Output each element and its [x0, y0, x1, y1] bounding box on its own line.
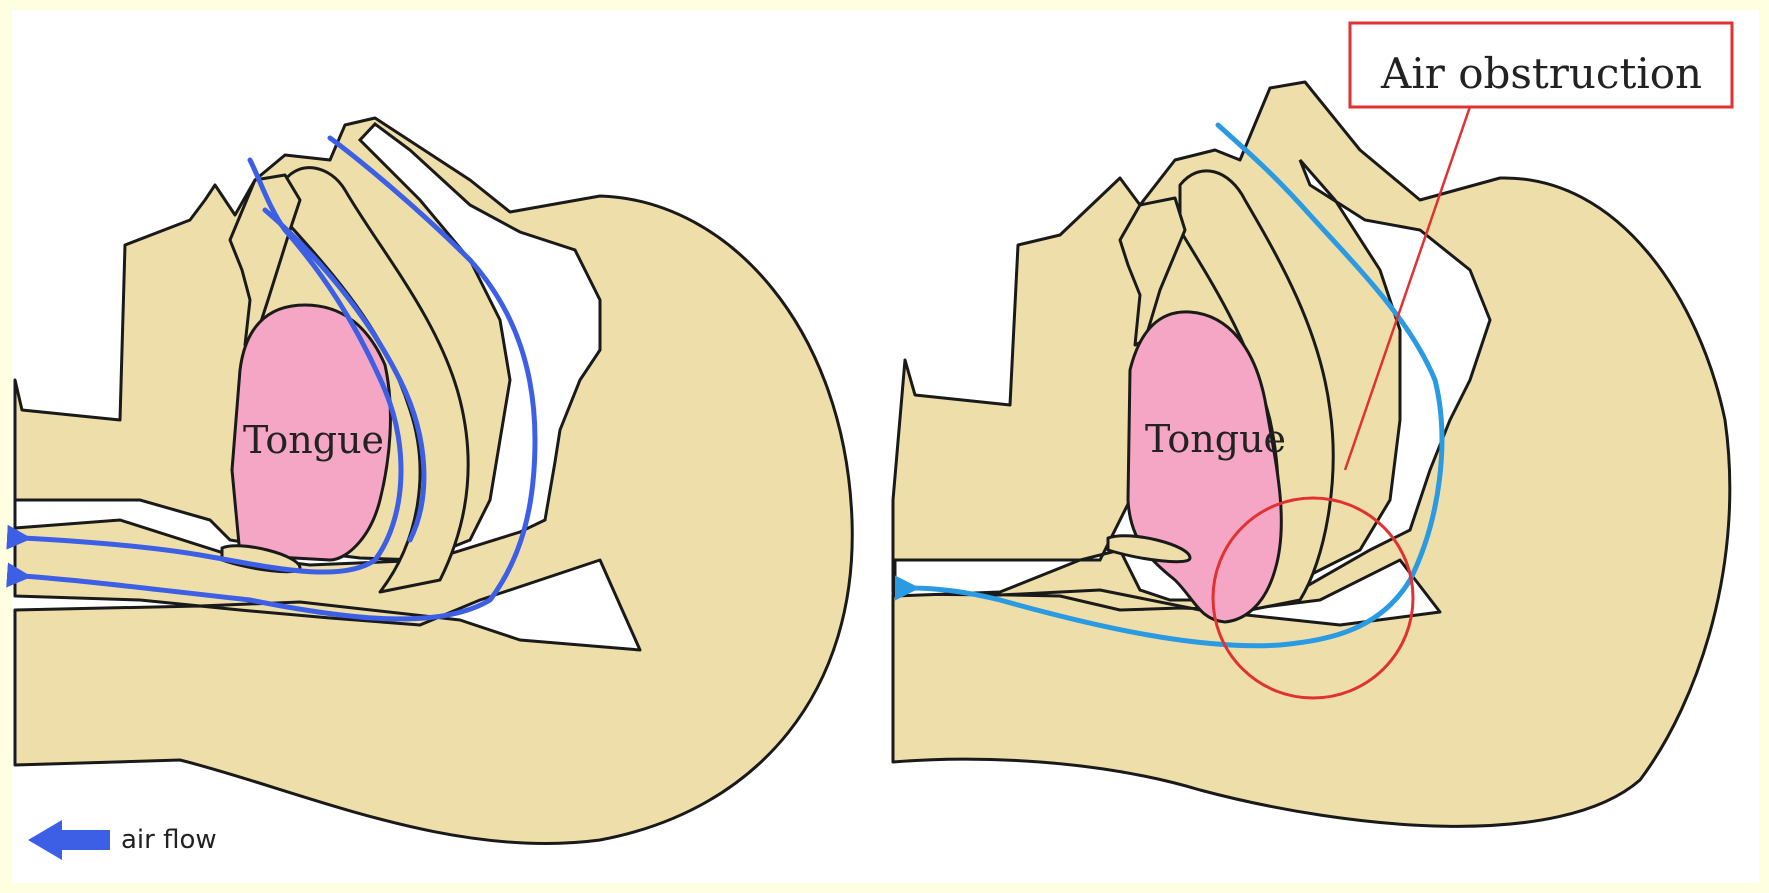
legend-label: air flow: [121, 825, 217, 855]
callout-label: Air obstruction: [1380, 49, 1702, 98]
tongue-label-obstructed: Tongue: [1145, 417, 1286, 461]
tongue-label-normal: Tongue: [243, 418, 384, 462]
legend: air flow: [28, 820, 217, 860]
